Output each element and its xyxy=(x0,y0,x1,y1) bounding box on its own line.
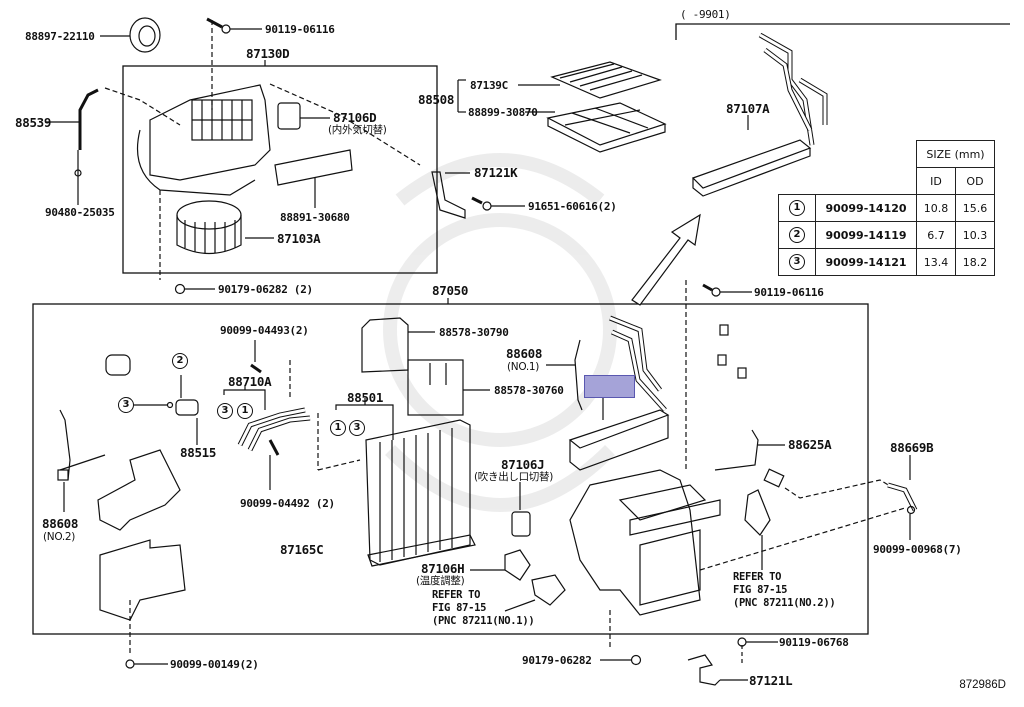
part-88608-no2[interactable]: 88608 xyxy=(42,516,79,531)
size-table: SIZE (mm) ID OD 1 90099-14120 10.8 15.6 … xyxy=(778,140,995,276)
plate-88891-drawing xyxy=(274,149,353,208)
part-87103A[interactable]: 87103A xyxy=(277,231,321,246)
part-90099-04493[interactable]: 90099-04493(2) xyxy=(220,324,309,337)
part-87130D[interactable]: 87130D xyxy=(246,46,290,61)
blower-assembly-frame xyxy=(122,65,438,274)
part-88515[interactable]: 88515 xyxy=(180,445,217,460)
part-88501[interactable]: 88501 xyxy=(347,390,384,405)
bolt-drawing-top xyxy=(206,17,262,110)
part-88897-22110[interactable]: 88897-22110 xyxy=(25,30,95,43)
part-87121L[interactable]: 87121L xyxy=(749,673,793,688)
heater-core-drawing xyxy=(691,32,828,197)
part-87139C[interactable]: 87139C xyxy=(470,79,508,92)
part-87050[interactable]: 87050 xyxy=(432,283,469,298)
hose-88669B-drawing xyxy=(887,455,918,540)
callout-3-88710A: 3 xyxy=(217,403,233,419)
part-90179-06282[interactable]: 90179-06282 xyxy=(522,654,592,667)
blower-case-drawing xyxy=(104,83,421,196)
foam-pads-drawing xyxy=(361,317,490,416)
table-row: 2 90099-14119 6.7 10.3 xyxy=(778,221,995,249)
part-90119-06116-top[interactable]: 90119-06116 xyxy=(265,23,335,36)
part-88508[interactable]: 88508 xyxy=(418,92,455,107)
row-index: 1 xyxy=(789,200,805,216)
part-88539[interactable]: 88539 xyxy=(15,115,52,130)
row-od: 18.2 xyxy=(955,248,995,276)
part-91651-60616[interactable]: 91651-60616(2) xyxy=(528,200,617,213)
servo-motors-drawing xyxy=(470,482,566,612)
part-90480-25035[interactable]: 90480-25035 xyxy=(45,206,115,219)
part-90119-06768[interactable]: 90119-06768 xyxy=(779,636,849,649)
row-id: 10.8 xyxy=(916,194,956,222)
row-part[interactable]: 90099-14119 xyxy=(815,221,917,249)
row-index: 2 xyxy=(789,227,805,243)
refer-note-no1[interactable]: REFER TO FIG 87-15 (PNC 87211(NO.1)) xyxy=(432,589,535,627)
row-part[interactable]: 90099-14121 xyxy=(815,248,917,276)
row-index: 3 xyxy=(789,254,805,270)
pipe-88710A-drawing xyxy=(223,340,361,490)
date-range-bracket xyxy=(675,23,1010,40)
callout-2: 2 xyxy=(172,353,188,369)
part-88578-30760[interactable]: 88578-30760 xyxy=(494,384,564,397)
row-id: 13.4 xyxy=(916,248,956,276)
callout-3-left: 3 xyxy=(118,397,134,413)
heater-unit-frame xyxy=(32,303,869,635)
blower-fan-drawing xyxy=(176,200,274,254)
part-87107A[interactable]: 87107A xyxy=(726,101,770,116)
watermark-emblem xyxy=(383,153,617,512)
part-88578-30790[interactable]: 88578-30790 xyxy=(439,326,509,339)
date-range-label: ( -9901) xyxy=(680,8,731,21)
part-88710A[interactable]: 88710A xyxy=(228,374,272,389)
part-87106J[interactable]: 87106J xyxy=(501,457,545,472)
part-88608-no1-note: (NO.1) xyxy=(507,361,540,373)
part-88899-30870[interactable]: 88899-30870 xyxy=(468,106,538,119)
part-87106D-note: (内外気切替) xyxy=(328,124,387,136)
callout-1-88501: 1 xyxy=(330,420,346,436)
callout-3-88501: 3 xyxy=(349,420,365,436)
part-87165C[interactable]: 87165C xyxy=(280,542,324,557)
seal-ring-drawing xyxy=(100,17,161,53)
servo-87106D-drawing xyxy=(277,102,330,130)
part-87106H[interactable]: 87106H xyxy=(421,561,465,576)
part-88608-no2-note: (NO.2) xyxy=(43,531,76,543)
col-od-header: OD xyxy=(955,167,995,195)
part-87106D[interactable]: 87106D xyxy=(333,110,377,125)
heater-core-unit-drawing xyxy=(546,315,670,471)
part-87106J-note: (吹き出し口切替) xyxy=(474,471,553,483)
right-parts-drawing xyxy=(699,324,906,571)
row-id: 6.7 xyxy=(916,221,956,249)
hose-88539-drawing xyxy=(45,88,99,205)
bracket-87121L-drawing xyxy=(687,637,778,686)
part-90099-00968[interactable]: 90099-00968(7) xyxy=(873,543,962,556)
part-90179-06282-2[interactable]: 90179-06282 (2) xyxy=(218,283,313,296)
part-88891-30680[interactable]: 88891-30680 xyxy=(280,211,350,224)
part-90119-06116-mid[interactable]: 90119-06116 xyxy=(754,286,824,299)
left-parts-drawing xyxy=(57,354,199,669)
highlighted-part-marker[interactable] xyxy=(584,375,635,398)
table-row: 3 90099-14121 13.4 18.2 xyxy=(778,248,995,276)
nut-drawing-top xyxy=(159,190,215,295)
part-87121K[interactable]: 87121K xyxy=(474,165,518,180)
air-filter-drawing xyxy=(457,61,667,153)
row-od: 10.3 xyxy=(955,221,995,249)
row-od: 15.6 xyxy=(955,194,995,222)
col-id-header: ID xyxy=(916,167,956,195)
refer-note-no2[interactable]: REFER TO FIG 87-15 (PNC 87211(NO.2)) xyxy=(733,571,836,609)
row-part[interactable]: 90099-14120 xyxy=(815,194,917,222)
part-88625A[interactable]: 88625A xyxy=(788,437,832,452)
table-row: 1 90099-14120 10.8 15.6 xyxy=(778,194,995,222)
part-90099-00149[interactable]: 90099-00149(2) xyxy=(170,658,259,671)
part-88608-no1[interactable]: 88608 xyxy=(506,346,543,361)
figure-id: 872986D xyxy=(959,679,1006,691)
part-90099-04492[interactable]: 90099-04492 (2) xyxy=(240,497,335,510)
size-header: SIZE (mm) xyxy=(916,140,995,168)
direction-arrow xyxy=(631,213,701,306)
evaporator-drawing xyxy=(335,398,476,567)
bracket-87121K-drawing xyxy=(431,171,525,219)
callout-1-88710A: 1 xyxy=(237,403,253,419)
heater-case-drawing xyxy=(569,469,721,666)
part-88669B[interactable]: 88669B xyxy=(890,440,934,455)
bolt-drawing-mid xyxy=(685,280,752,470)
part-87106H-note: (温度調整) xyxy=(416,575,465,587)
